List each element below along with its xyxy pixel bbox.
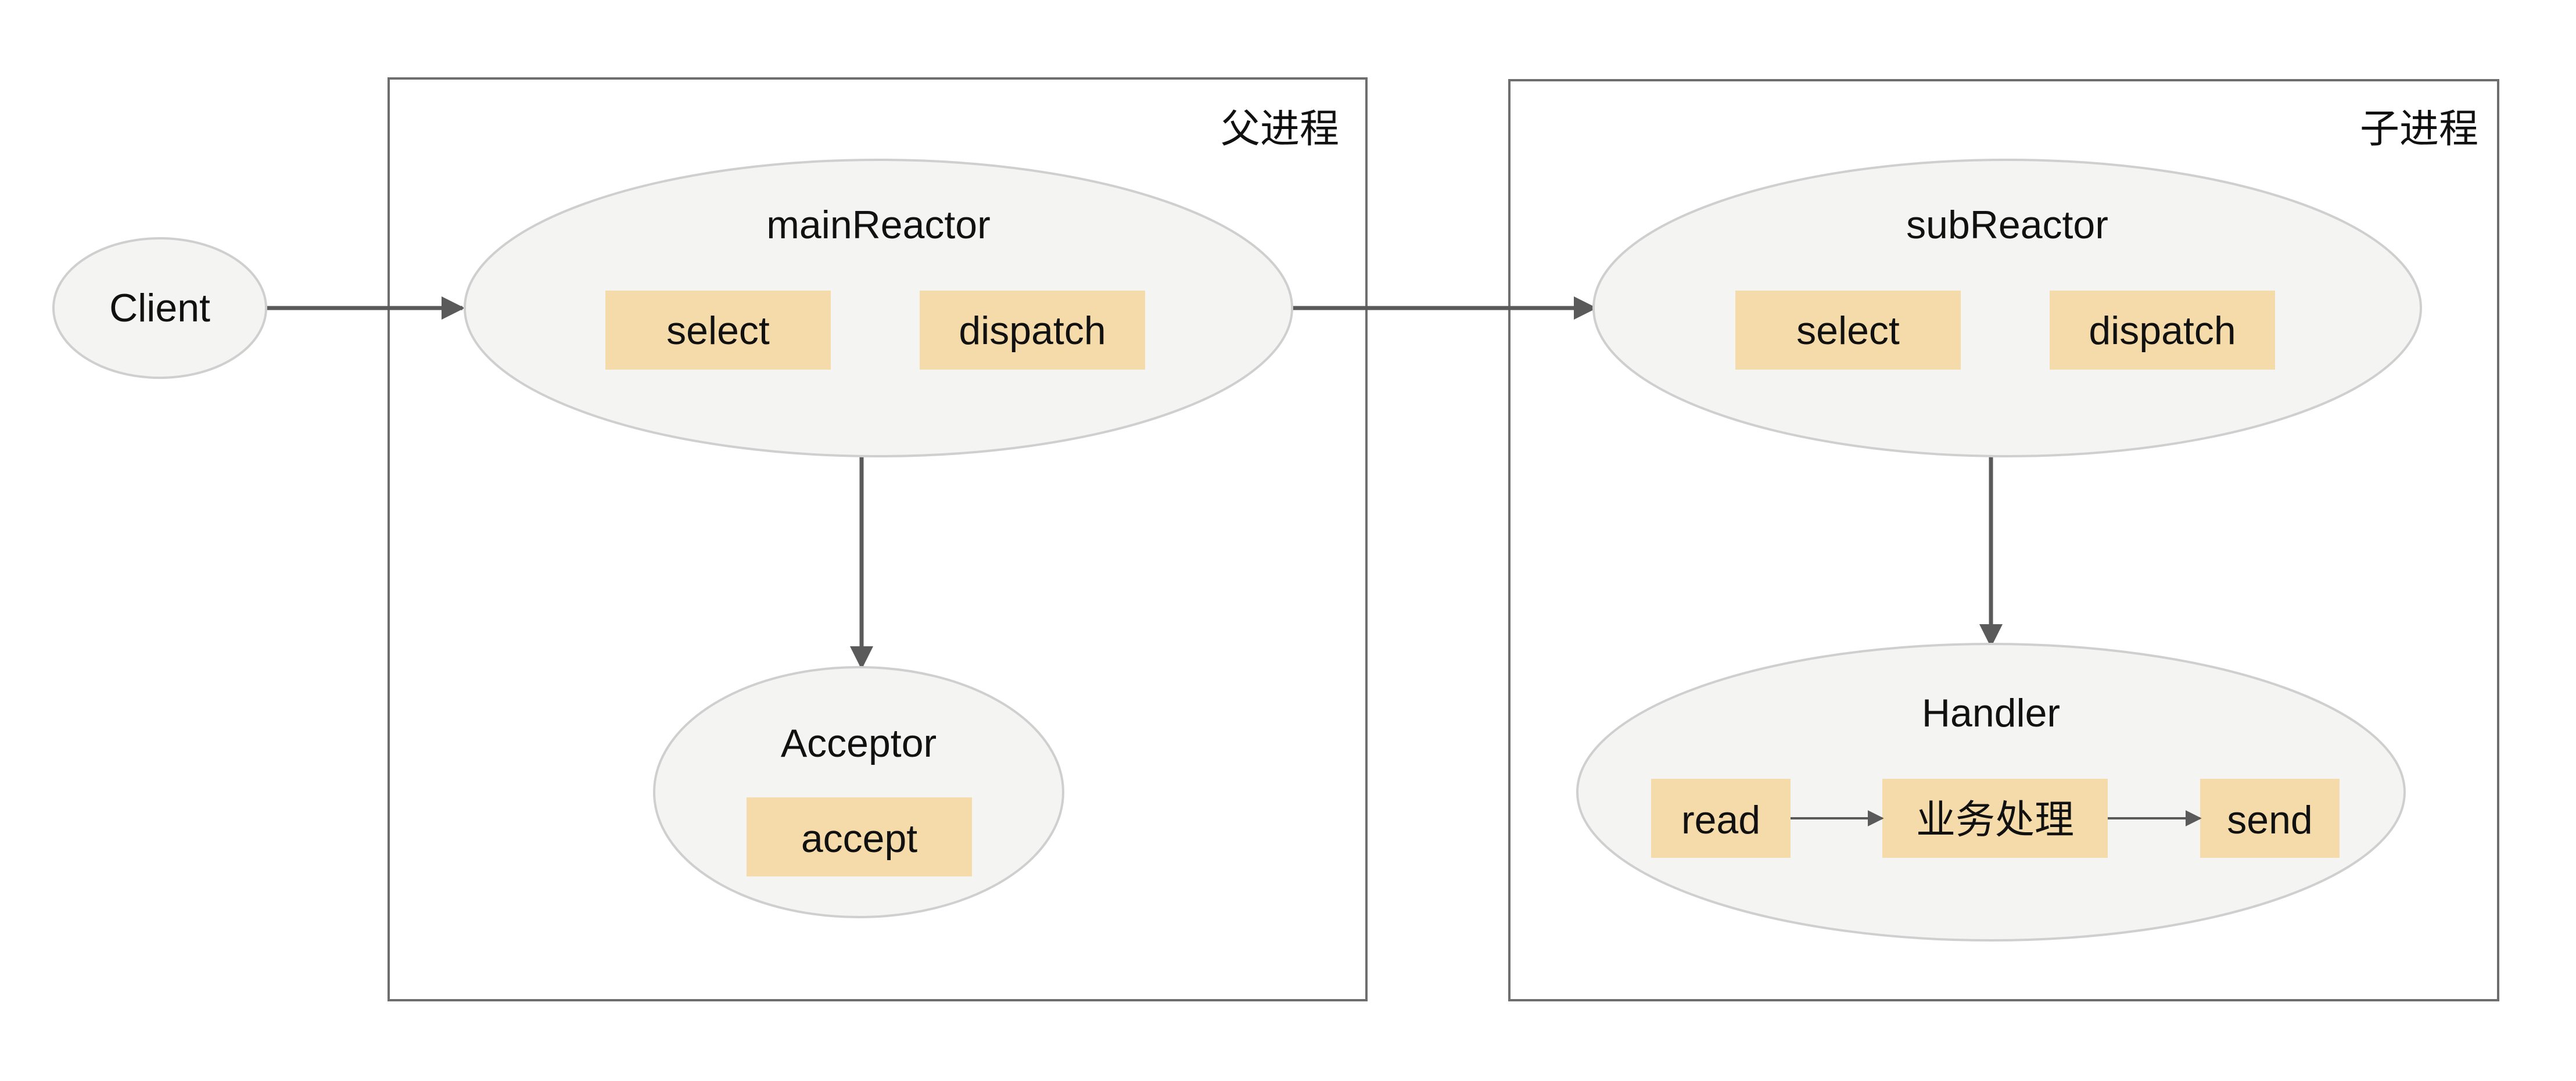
- main-reactor-label: mainReactor: [766, 203, 991, 247]
- sub-reactor-dispatch-op: [2050, 291, 2275, 370]
- main-reactor-select-op: [605, 291, 831, 370]
- sub-reactor-select-op: [1735, 291, 1961, 370]
- main-reactor-select-label: select: [666, 309, 770, 353]
- parent-process-label: 父进程: [1221, 107, 1339, 151]
- sub-reactor-label: subReactor: [1906, 203, 2108, 247]
- client-node: [52, 237, 267, 379]
- handler-send-label: send: [2227, 798, 2312, 842]
- sub-reactor-node: [1592, 159, 2422, 457]
- acceptor-node: [653, 666, 1064, 918]
- handler-read-label: read: [1681, 798, 1760, 842]
- sub-reactor-select-label: select: [1796, 309, 1900, 353]
- handler-business-op: [1882, 779, 2108, 858]
- handler-label: Handler: [1922, 691, 2060, 735]
- sub-reactor-dispatch-label: dispatch: [2089, 309, 2236, 353]
- main-reactor-dispatch-label: dispatch: [959, 309, 1106, 353]
- acceptor-accept-label: accept: [801, 817, 917, 861]
- client-label: Client: [109, 286, 210, 330]
- handler-read-op: [1651, 779, 1791, 858]
- child-process-box: [1508, 79, 2499, 1001]
- handler-business-label: 业务处理: [1916, 798, 2074, 842]
- acceptor-label: Acceptor: [781, 721, 937, 765]
- handler-send-op: [2200, 779, 2340, 858]
- child-process-label: 子进程: [2360, 107, 2478, 151]
- parent-process-box: [388, 77, 1368, 1001]
- main-reactor-dispatch-op: [920, 291, 1145, 370]
- main-reactor-node: [464, 159, 1293, 457]
- acceptor-accept-op: [747, 797, 972, 876]
